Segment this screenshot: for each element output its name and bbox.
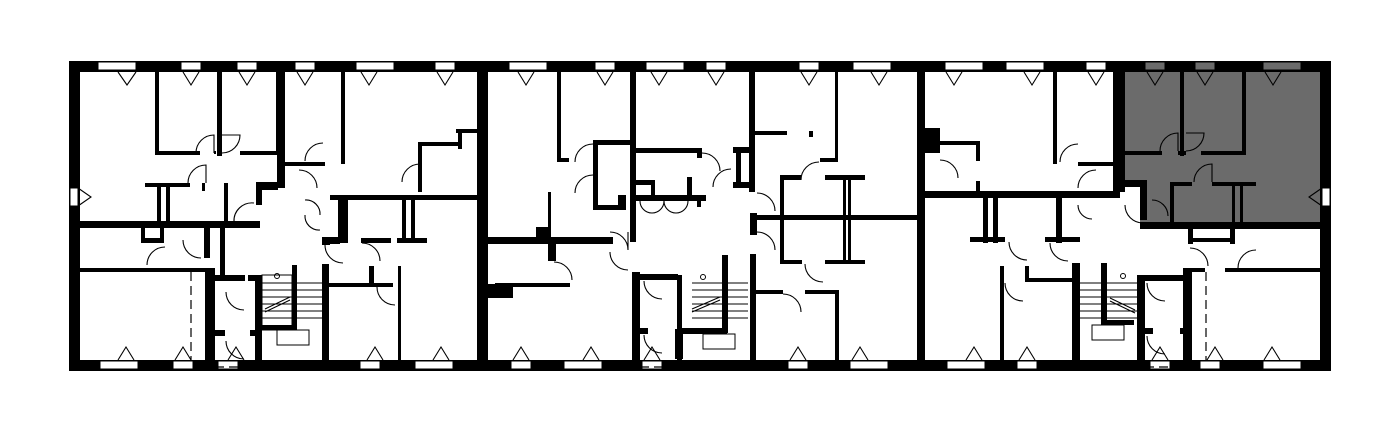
outer-walls <box>69 61 1331 371</box>
walls-east-section <box>925 72 1320 368</box>
structural-walls <box>477 72 925 364</box>
stairwell-center <box>691 274 748 350</box>
window-east <box>1321 187 1331 207</box>
door-swings <box>146 132 1257 360</box>
window-sashes <box>77 71 1323 361</box>
windows-bottom <box>99 360 1302 370</box>
stairwell-west <box>261 273 322 346</box>
dashed-partitions <box>160 270 1207 368</box>
walls-west-section <box>80 72 478 368</box>
window-west <box>69 187 79 207</box>
walls-center-section <box>488 72 917 369</box>
stairwell-east <box>1080 273 1137 341</box>
windows-top <box>97 61 1302 71</box>
highlighted-apartment[interactable] <box>1120 72 1320 225</box>
